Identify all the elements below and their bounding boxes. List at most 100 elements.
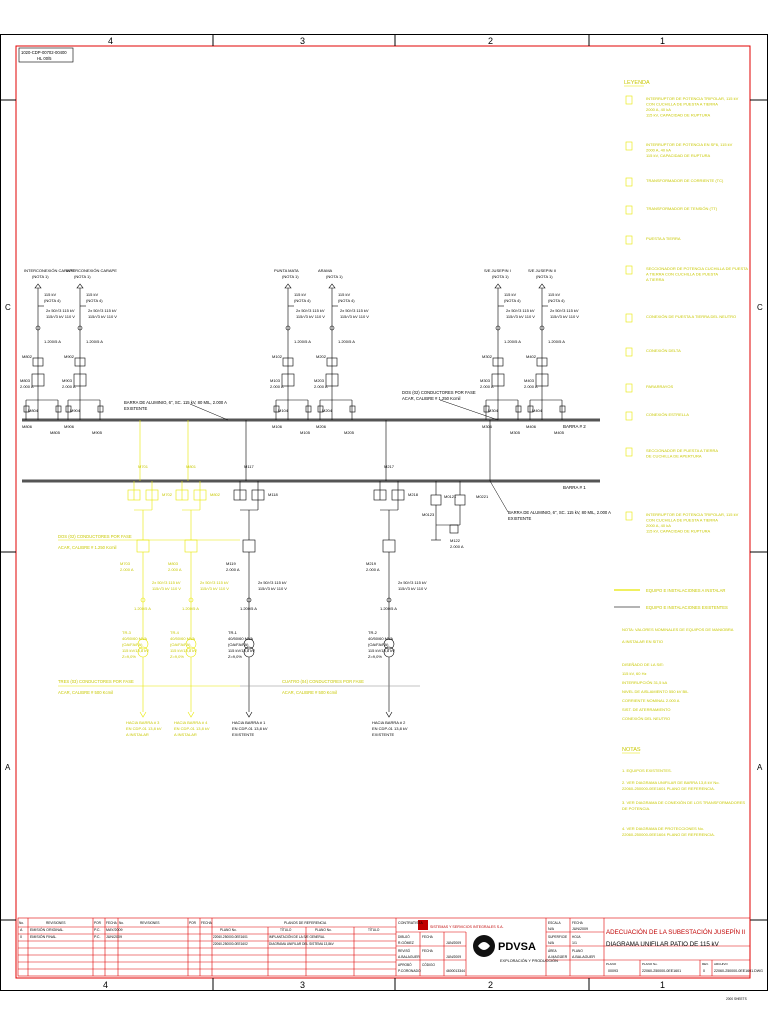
note-line: 1. EQUIPOS EXISTENTES. xyxy=(622,768,672,773)
legend-text: CON CUCHILLA DE PUESTA A TIERRA xyxy=(646,102,718,107)
feeder-voltage: 115 kV xyxy=(504,292,516,297)
breaker-rating: 2.000 A xyxy=(120,567,134,572)
ct-secondary: 1.200/5 A xyxy=(182,606,199,611)
legend-line-new: EQUIPO E INSTALACIONES A INSTALAR xyxy=(646,588,725,593)
design-spec-line: INTERRUPCIÓN 31,5 kA xyxy=(622,680,667,685)
revision-number: 0 xyxy=(20,935,22,939)
bar-note-1-line2: EXISTENTE xyxy=(508,516,531,521)
legend-text: PUESTA A TIERRA xyxy=(646,236,681,241)
field-value: JUN/2009 xyxy=(446,955,461,959)
corner-ref: 1020-CDP-00702-00400 xyxy=(21,50,67,55)
revision-by: P.C. xyxy=(94,935,101,939)
revision-by: P.C. xyxy=(94,928,101,932)
coupler-bk-rating: 2.000 A xyxy=(450,544,464,549)
legend-item-6: SECCIONADOR DE POTENCIA CUCHILLA DE PUES… xyxy=(625,265,748,282)
breaker-box xyxy=(184,539,198,553)
references-header: PLANOS DE REFERENCIA xyxy=(284,921,327,925)
disconnect-id: M204 xyxy=(322,408,333,413)
breaker-rating: 2.000 A xyxy=(524,384,538,389)
breaker-box xyxy=(325,373,339,387)
meta-value: N/A xyxy=(548,941,555,945)
legend-text: 2000 A, 40 kA xyxy=(646,107,671,112)
meta-label: ESCALA xyxy=(548,921,561,925)
feeder-3: PUNTA MATA(NOTA 1)115 kV(NOTA 4)2x 50/√3… xyxy=(270,268,325,435)
meta-value: JUN/2009 xyxy=(572,927,588,931)
ct-rating: 2x 50/√3 115 kV xyxy=(152,580,181,585)
field-label: FECHA xyxy=(422,949,434,953)
person-name: A.BALAGUER xyxy=(398,955,420,959)
contractor-name: SISTEMAS Y SERVICIOS INTEGRALES S.A. xyxy=(430,925,504,929)
transformer-spec: 40/50/60 MVA xyxy=(228,636,253,641)
ct-icon xyxy=(329,325,335,331)
ct-ratio: 115/√3 kV 110 V xyxy=(200,586,229,591)
disconnect-switch xyxy=(305,405,312,413)
drawing-row-value: 22060-250000-0EE1601 xyxy=(642,969,681,973)
meta-value: N/A xyxy=(548,927,555,931)
ct-rating: 2x 50/√3 115 kV xyxy=(88,308,117,313)
breaker-box xyxy=(491,373,505,387)
feeder-note: (NOTA 1) xyxy=(536,274,553,279)
ct-icon xyxy=(77,325,83,331)
feeder-note: (NOTA 1) xyxy=(282,274,299,279)
col-label: 2 xyxy=(488,36,493,46)
note-line: 2. VER DIAGRAMA UNIFILAR DE BARRA 13,8 k… xyxy=(622,780,720,785)
meta-label: HOJA xyxy=(572,935,581,939)
feeder-2: INTERCONEXIÓN CARAPE(NOTA 1)115 kV(NOTA … xyxy=(62,268,117,435)
corner-reference: 1020-CDP-00702-00400 HL 00/5 xyxy=(18,47,74,63)
col-label: 4 xyxy=(108,36,113,46)
conductor-note-line2: ACAR, CALIBRE # 1.250 Kcmil xyxy=(402,396,460,401)
legend-text: PARARRAYOS xyxy=(646,384,674,389)
reference-number: 22060-250000-0EE1602 xyxy=(213,942,248,946)
drawing-frame xyxy=(15,45,751,979)
feeder-note: (NOTA 1) xyxy=(32,274,49,279)
disconnect-id: M406 xyxy=(526,424,537,429)
legend-text: 115 kV, CAPACIDAD DE RUPTURA xyxy=(646,529,710,534)
breaker-rating: 2.000 A xyxy=(168,567,182,572)
revision-date: MAY/2009 xyxy=(106,928,123,932)
breaker-rating: 2.000 A xyxy=(20,384,34,389)
switch-id: M702 xyxy=(162,492,173,497)
legend-text: 115 kV, CAPACIDAD DE RUPTURA xyxy=(646,153,710,158)
switch-id: M701 xyxy=(138,464,149,469)
revision-header: FECHA xyxy=(106,921,118,925)
legend-symbol-icon xyxy=(625,511,633,521)
design-spec-line: SIST. DE ATERRAMIENTO xyxy=(622,707,671,712)
ct-ratio: 115/√3 kV 110 V xyxy=(88,314,117,319)
ct-ratio: 115/√3 kV 110 V xyxy=(296,314,325,319)
arrow-down-icon xyxy=(187,711,195,718)
breaker-id: M703 xyxy=(120,561,131,566)
revision-description: EMISIÓN FINAL xyxy=(30,934,56,939)
outgoing-label: HACIA BARRA # 2 xyxy=(372,720,406,725)
ct-icon xyxy=(140,597,146,603)
breaker-id: M119 xyxy=(226,561,236,566)
feeder-note: (NOTA 1) xyxy=(492,274,509,279)
legend-item-3: TRANSFORMADOR DE CORRIENTE (TC) xyxy=(625,177,724,187)
reference-number: 22060-250000-0EE1601 xyxy=(213,935,248,939)
column-markers-top: 4 3 2 1 xyxy=(108,34,665,46)
transformer-spec: 115 kV/13,8 kV xyxy=(228,648,255,653)
disconnect-id: M405 xyxy=(554,430,565,435)
transformer-spec: 40/50/60 MVA xyxy=(170,636,195,641)
disconnect-switch xyxy=(273,405,280,413)
meta-value: 1/1 xyxy=(572,941,577,945)
disconnect-id: M905 xyxy=(92,430,103,435)
switch-id: M218 xyxy=(408,492,419,497)
feeder-4: ARAMA(NOTA 1)115 kV(NOTA 4)2x 50/√3 115 … xyxy=(314,268,369,435)
reference-title: IMPLANTACIÓN DE LA S/E GENERAL xyxy=(269,934,325,939)
drawing-row-label: PLANO xyxy=(606,962,617,966)
col-label: 1 xyxy=(660,36,665,46)
legend-item-1: INTERRUPTOR DE POTENCIA TRIPOLAR, 115 kV… xyxy=(625,95,739,118)
legend-text: DE CUCHILLA DE APERTURA xyxy=(646,454,702,459)
transformer-spec: TR-3 xyxy=(122,630,132,635)
transformer-winding-icon xyxy=(137,638,149,650)
breaker-id: M903 xyxy=(62,378,73,383)
ct-secondary: 1.200/5 A xyxy=(240,606,257,611)
legend-symbol-icon xyxy=(625,313,633,323)
legend-text: TRANSFORMADOR DE TENSIÓN (TT) xyxy=(646,206,718,211)
legend-symbol-icon xyxy=(625,141,633,151)
disconnect-switch xyxy=(559,405,566,413)
ct-secondary: 1.200/5 A xyxy=(504,339,521,344)
legend-symbol-icon xyxy=(625,411,633,421)
reference-col-header: TÍTULO xyxy=(280,928,292,932)
